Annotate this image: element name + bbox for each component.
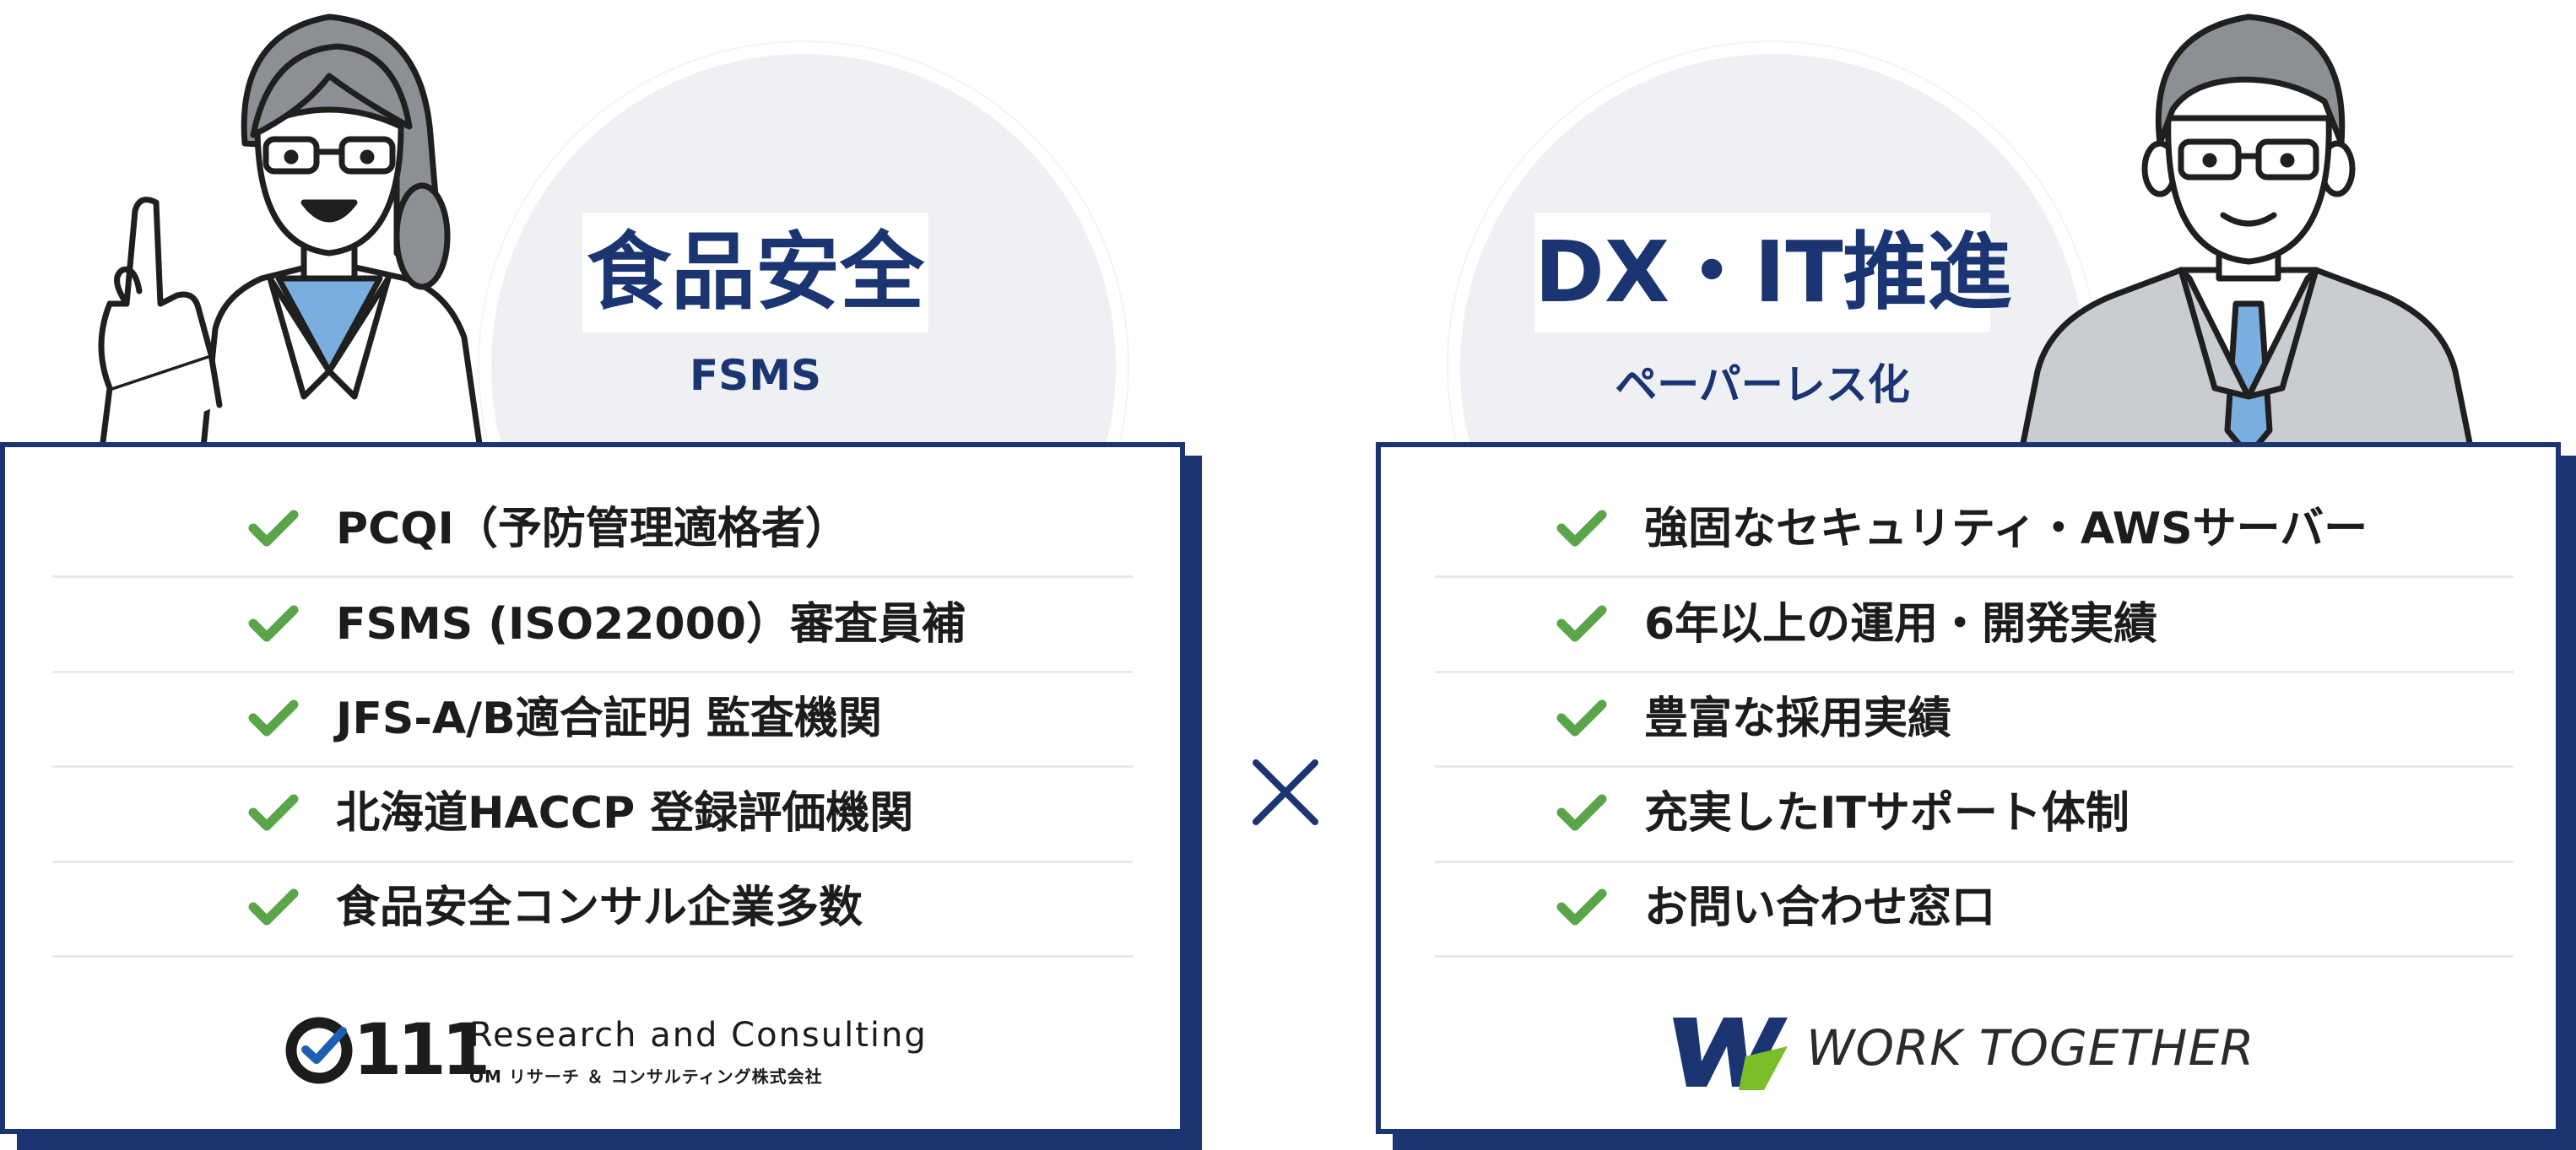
work-together-text: WORK TOGETHER [1806,1019,2255,1077]
divider [52,861,1133,863]
list-item: 6年以上の運用・開発実績 [1556,578,2485,672]
divider [1435,575,2514,578]
divider [1435,671,2514,673]
list-item: 食品安全コンサル企業多数 [248,861,1109,956]
item-label: FSMS (ISO22000）審査員補 [336,599,966,650]
om-logo-company: OM リサーチ ＆ コンサルティング株式会社 [469,1066,823,1087]
om-logo-number: 111 [353,1008,490,1091]
list-item: PCQI（予防管理適格者） [248,483,1109,577]
divider [52,575,1133,578]
item-label: お問い合わせ窓口 [1644,883,1996,933]
work-together-mark-icon [1673,1018,1788,1090]
item-label: JFS-A/B適合証明 監査機関 [336,694,882,744]
list-item: 豊富な採用実績 [1556,672,2485,767]
right-card: 強固なセキュリティ・AWSサーバー 6年以上の運用・開発実績 豊富な採用実績 充… [1376,442,2561,1134]
item-label: 食品安全コンサル企業多数 [336,883,863,933]
list-item: 北海道HACCP 登録評価機関 [248,767,1109,861]
man-illustration [2017,13,2476,456]
woman-illustration [98,13,484,456]
list-item: お問い合わせ窓口 [1556,861,2485,956]
item-label: 北海道HACCP 登録評価機関 [336,788,914,839]
item-label: 充実したITサポート体制 [1644,788,2130,839]
item-label: 6年以上の運用・開発実績 [1644,599,2158,650]
right-title: DX・IT推進 [1534,213,2012,332]
check-icon [1556,888,1607,926]
check-icon [1556,605,1607,642]
check-icon [248,794,299,831]
left-title: 食品安全 [582,213,928,332]
check-icon [1556,699,1607,737]
check-icon [248,888,299,926]
multiply-icon [1253,759,1318,825]
work-together-logo: WORK TOGETHER [1664,1009,2306,1102]
left-card: PCQI（予防管理適格者） FSMS (ISO22000）審査員補 JFS-A/… [0,442,1185,1134]
right-subtitle: ペーパーレス化 [1615,360,1910,409]
om-logo: 111 Research and Consulting OM リサーチ ＆ コン… [285,1009,928,1099]
divider [52,765,1133,768]
check-icon [1556,510,1607,547]
check-icon [1556,794,1607,831]
divider [52,955,1133,958]
divider [1435,955,2514,958]
om-logo-tagline: Research and Consulting [469,1016,928,1055]
list-item: 強固なセキュリティ・AWSサーバー [1556,483,2485,577]
item-label: PCQI（予防管理適格者） [336,504,849,554]
check-icon [248,510,299,547]
divider [1435,765,2514,768]
item-label: 豊富な採用実績 [1644,694,1952,744]
item-label: 強固なセキュリティ・AWSサーバー [1644,504,2368,554]
om-logo-mark-icon [285,1017,353,1084]
left-subtitle: FSMS [690,351,821,400]
divider [52,671,1133,673]
list-item: JFS-A/B適合証明 監査機関 [248,672,1109,767]
check-icon [248,605,299,642]
list-item: FSMS (ISO22000）審査員補 [248,578,1109,672]
check-icon [248,699,299,737]
list-item: 充実したITサポート体制 [1556,767,2485,861]
divider [1435,861,2514,863]
